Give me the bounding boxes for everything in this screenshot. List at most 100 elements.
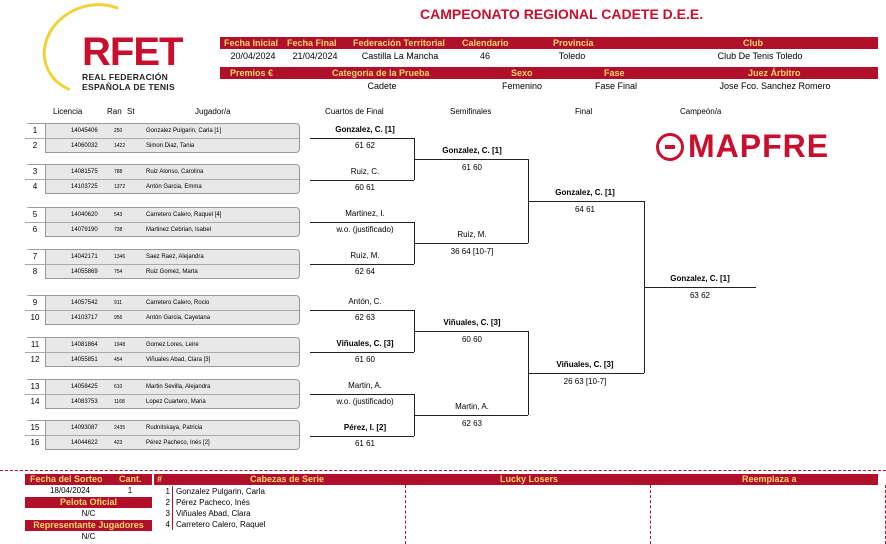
player-name: Saez Raez, Alejandra	[146, 254, 204, 260]
bracket-line	[414, 331, 528, 332]
player-licence: 14081575	[71, 169, 98, 175]
bracket-line	[310, 138, 414, 139]
row-separator	[26, 264, 299, 265]
bracket-line	[310, 264, 414, 265]
seed-number: 2	[165, 498, 170, 507]
draw-number: 5	[25, 208, 46, 222]
value-sexo: Femenino	[501, 81, 543, 91]
row-separator	[26, 435, 299, 436]
final-score: 26 63 [10-7]	[563, 377, 607, 386]
value-fase: Fase Final	[594, 81, 638, 91]
label-juez: Juez Árbitro	[748, 67, 801, 79]
player-licence: 14079190	[71, 227, 98, 233]
player-ranking: 754	[114, 269, 123, 275]
label-premios: Premios €	[230, 67, 274, 79]
draw-number: 7	[25, 250, 46, 264]
player-licence: 14055869	[71, 269, 98, 275]
row-separator	[26, 138, 299, 139]
label-num: #	[157, 474, 163, 485]
value-provincia: Toledo	[558, 51, 586, 61]
player-licence: 14040620	[71, 212, 98, 218]
seed-divider	[172, 497, 173, 508]
player-licence: 14093087	[71, 425, 98, 431]
sf-score: 36 64 [10-7]	[450, 247, 494, 256]
qf-score: w.o. (justificado)	[336, 225, 394, 234]
player-box: 5 14040620 543 Carretero Calero, Raquel [4]…	[25, 207, 300, 237]
sf-score: 62 63	[461, 419, 483, 428]
player-licence: 14045406	[71, 128, 98, 134]
label-provincia: Provincia	[553, 37, 594, 49]
player-name: Lopez Cuartero, Maria	[146, 399, 206, 405]
qf-winner: Martinez, I.	[345, 209, 385, 218]
bracket-line	[310, 394, 414, 395]
logo-line-1: REAL FEDERACIÓN	[82, 72, 169, 82]
value-federacion: Castilla La Mancha	[361, 51, 439, 61]
draw-number: 6	[25, 223, 46, 237]
qf-score: 62 64	[354, 267, 376, 276]
player-licence: 14060032	[71, 143, 98, 149]
player-name: Martinez Cebrian, Isabel	[146, 227, 212, 233]
final-winner: Viñuales, C. [3]	[556, 360, 614, 369]
player-licence: 14057542	[71, 300, 98, 306]
label-lucky: Lucky Losers	[500, 474, 559, 485]
col-campeon: Campeón/a	[680, 107, 722, 116]
player-ranking: 911	[114, 300, 122, 306]
qf-winner: Ruiz, M.	[350, 251, 380, 260]
player-name: Viñuales Abad, Clara [3]	[146, 357, 211, 363]
player-name: Simon Diaz, Tania	[146, 143, 195, 149]
col-semis: Semifinales	[450, 107, 492, 116]
row-separator	[26, 310, 299, 311]
champion-name: Gonzalez, C. [1]	[670, 274, 730, 283]
logo-line-2: ESPAÑOLA DE TENIS	[82, 82, 175, 92]
value-calendario: 46	[479, 51, 490, 61]
seed-name: Carretero Calero, Raquel	[176, 520, 266, 529]
draw-number: 8	[25, 265, 46, 279]
player-name: Pérez Pacheco, Inés [2]	[146, 440, 210, 446]
draw-number: 14	[25, 395, 46, 409]
value-categoria: Cadete	[367, 81, 397, 91]
player-ranking: 454	[114, 357, 123, 363]
bracket-line	[528, 201, 644, 202]
label-cant: Cant.	[119, 474, 142, 485]
champion-score: 63 62	[689, 291, 711, 300]
value-fecha-inicial: 20/04/2024	[230, 51, 276, 61]
player-ranking: 423	[114, 440, 123, 446]
bracket-line	[310, 436, 414, 437]
player-name: Martin Sevilla, Alejandra	[146, 384, 211, 390]
bracket-line	[310, 222, 414, 223]
player-name: Carretero Calero, Raquel [4]	[146, 212, 222, 218]
sf-score: 60 60	[461, 335, 483, 344]
final-winner: Gonzalez, C. [1]	[555, 188, 615, 197]
player-row: 5 14040620 543 Carretero Calero, Raquel [4]	[25, 208, 299, 222]
qf-winner: Viñuales, C. [3]	[336, 339, 394, 348]
player-ranking: 1168	[114, 399, 125, 405]
seed-divider	[172, 519, 173, 530]
bracket-line	[310, 180, 414, 181]
player-name: Carretero Calero, Rocio	[146, 300, 210, 306]
col-licencia: Licencia	[53, 107, 83, 116]
player-name: Gomez Lores, Leire	[146, 342, 199, 348]
value-juez: Jose Fco. Sanchez Romero	[719, 81, 831, 91]
bracket-line	[414, 415, 528, 416]
player-ranking: 1948	[114, 342, 126, 348]
bracket-line	[414, 159, 528, 160]
player-name: Ruiz Alonso, Carolina	[146, 169, 204, 175]
label-cabezas: Cabezas de Serie	[250, 474, 325, 485]
value-cant: 1	[127, 486, 133, 495]
col-ranking: Ran	[107, 107, 122, 116]
player-ranking: 543	[114, 212, 123, 218]
qf-winner: Gonzalez, C. [1]	[335, 125, 395, 134]
